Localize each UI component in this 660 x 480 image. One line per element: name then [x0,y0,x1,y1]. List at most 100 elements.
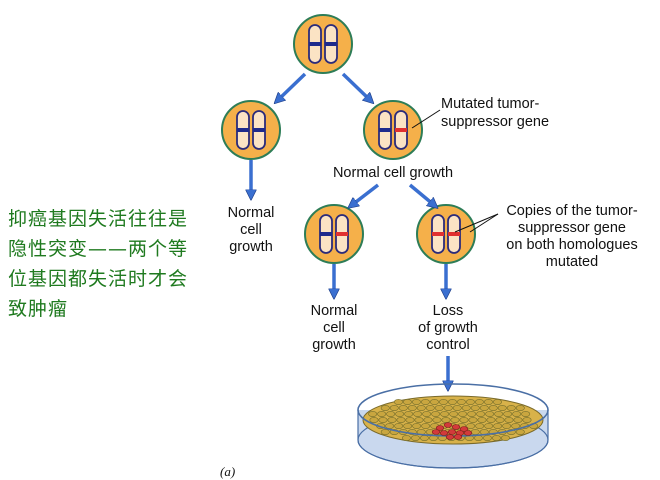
culture-cell [407,405,417,411]
cell-left-2 [304,204,364,264]
label-of-growth: of growth [418,320,478,336]
culture-cell [420,399,430,405]
callout-copies-b [469,213,499,233]
culture-cell [474,399,484,405]
label-left-cell: cell [240,222,262,238]
culture-cell [434,405,444,411]
tumor-cell [463,430,473,436]
culture-cell [468,417,478,423]
petri-dish [357,383,549,469]
culture-cell [491,435,501,441]
culture-cell [502,423,512,429]
culture-cell [495,417,505,423]
cell-top [293,14,353,74]
culture-cell [470,429,480,435]
culture-cell [521,411,531,417]
culture-cell [395,411,405,417]
label-copies-4: mutated [546,254,598,270]
culture-cell [380,405,390,411]
cell-right-2 [416,204,476,264]
cell-body [363,100,423,160]
culture-cell [394,423,404,429]
culture-cell [475,423,485,429]
culture-cell [512,411,522,417]
arrow-top-to-left [278,72,307,100]
culture-cell [503,411,513,417]
culture-cell [450,417,460,423]
label-normal-cell-growth: Normal cell growth [333,165,453,181]
tumor-cell [431,429,441,435]
mutant-gene-band [432,232,444,236]
label-copies-1: Copies of the tumor- [506,203,638,219]
culture-cell [483,399,493,405]
culture-cell [494,411,504,417]
culture-cell [447,399,457,405]
culture-cell [443,405,453,411]
cell-body [293,14,353,74]
culture-cell [431,411,441,417]
culture-cell [423,417,433,423]
culture-cell [486,417,496,423]
culture-cell [449,411,459,417]
culture-cell [413,411,423,417]
culture-cell [465,399,475,405]
cells-layer [221,14,476,264]
label-loss: Loss [433,303,464,319]
arrow-right1-to-left2 [352,183,380,205]
culture-cell [466,423,476,429]
arrow-top-to-right [341,72,370,100]
culture-cell [393,399,403,405]
culture-cell [389,405,399,411]
culture-cell [429,399,439,405]
culture-cell [506,405,516,411]
culture-cell [414,417,424,423]
normal-gene-band [325,42,337,46]
normal-gene-band [309,42,321,46]
culture-cell [380,429,390,435]
tumor-cell [443,422,453,428]
culture-cell [419,435,429,441]
culture-cell [458,411,468,417]
culture-cell [396,417,406,423]
culture-cell [410,435,420,441]
culture-cell [477,417,487,423]
culture-cell [482,435,492,441]
mutant-gene-band [336,232,348,236]
culture-cell [398,405,408,411]
culture-cell [500,435,510,441]
figure-label: (a) [220,464,235,479]
cell-body [221,100,281,160]
culture-cell [473,435,483,441]
tumor-cell [447,429,457,435]
culture-cell [479,405,489,411]
label-mid-cell: cell [323,320,345,336]
label-left-normal: Normal [228,205,275,221]
culture-cell [504,417,514,423]
culture-cell [378,417,388,423]
culture-cell [425,405,435,411]
culture-cell [459,417,469,423]
culture-cell [421,423,431,429]
culture-cell [412,423,422,429]
culture-cell [470,405,480,411]
culture-cell [377,411,387,417]
culture-cell [368,411,378,417]
label-suppressor-gene: suppressor gene [441,114,549,130]
callout-copies-a [454,213,499,233]
culture-cell [411,399,421,405]
mutant-gene-band [395,128,407,132]
culture-cell [438,399,448,405]
culture-cell [497,405,507,411]
normal-gene-band [237,128,249,132]
culture-cell [403,423,413,429]
tumor-cell [445,434,455,440]
tumor-cell [439,430,449,436]
arrow-right1-to-right2 [408,183,434,205]
culture-cell [405,417,415,423]
tumor-focus [431,422,473,440]
culture-cell [515,405,525,411]
label-mutated-tumor: Mutated tumor- [441,96,539,112]
cell-body [416,204,476,264]
culture-cell [485,411,495,417]
